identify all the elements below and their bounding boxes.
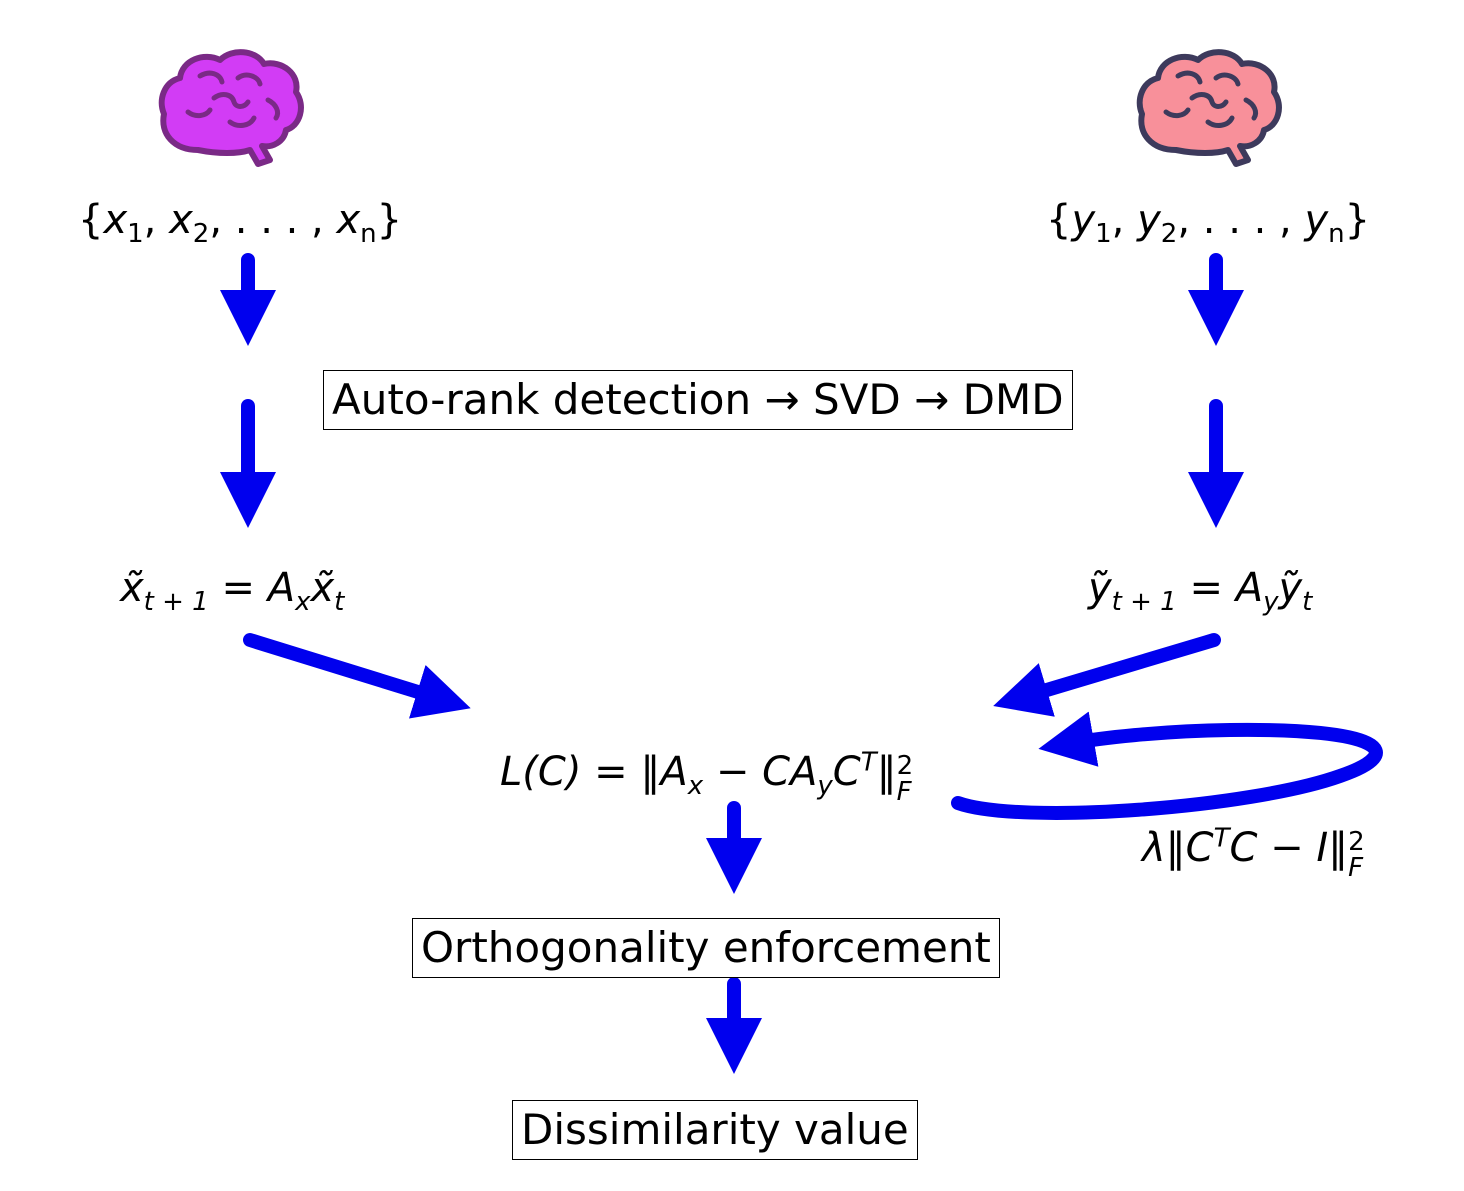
arrow-left-diag [243,633,471,719]
set-brace-open: { [1046,197,1072,243]
set-item-sub: n [1328,219,1345,249]
right-input-set: {y1, y2, . . . , yn} [1046,197,1371,249]
brain-icon [158,49,304,167]
loss-ax: A [660,749,688,795]
eq-matrix-sub: y [1263,587,1279,617]
arrow-right-diag [993,633,1221,717]
loss-lhs: L(C) = ‖ [500,749,661,795]
set-item-var: y [1071,197,1096,243]
set-brace-close: } [1344,197,1371,243]
eq-matrix: A [1235,565,1264,611]
set-item-var: x [169,197,193,243]
set-item-var: x [103,197,128,243]
set-item-var: x [336,197,361,243]
eq-rhs-sub: t [1302,587,1313,617]
set-item-sub: 1 [1095,219,1112,249]
brain-icon [1136,49,1282,167]
set-item-sub: 1 [127,219,144,249]
eq-rhs: ỹ [1278,565,1303,611]
reg-rest: C − I‖ [1229,825,1349,871]
loss-sup: 2 [896,751,914,781]
eq-sign: = [1189,565,1223,611]
set-ellipsis: . . . , [1202,197,1292,243]
reg-transpose: T [1213,823,1230,854]
eq-lhs-sub: t + 1 [143,587,209,617]
set-ellipsis: . . . , [234,197,324,243]
eq-matrix-sub: x [295,587,311,617]
loss-ct: C [832,749,861,795]
eq-matrix: A [267,565,296,611]
reg-sub: F [1348,853,1364,883]
loss-transpose: T [860,747,877,778]
eq-sign: = [221,565,255,611]
set-brace-open: { [78,197,104,243]
eq-rhs-sub: t [334,587,345,617]
eq-lhs: ỹ [1088,565,1112,611]
pipeline-box: Auto-rank detection → SVD → DMD [323,370,1073,430]
arrow-regularizer-loop [951,711,1383,820]
set-item-var: y [1137,197,1161,243]
reg-sup: 2 [1348,827,1365,857]
orthogonality-box: Orthogonality enforcement [412,918,1000,978]
loss-cay: CA [762,749,818,795]
right-dynamics-equation: ỹt + 1 = Ayỹt [1088,565,1312,615]
eq-rhs: x̃ [310,565,335,611]
loss-ay-sub: y [817,771,833,801]
loss-norm: ‖ [876,749,897,795]
set-item-sub: n [360,219,377,249]
reg-c: C [1185,825,1214,871]
set-item-var: y [1304,197,1329,243]
output-box: Dissimilarity value [512,1100,918,1160]
set-brace-close: } [376,197,403,243]
loss-ax-sub: x [687,771,704,801]
left-input-set: {x1, x2, . . . , xn} [78,197,403,249]
reg-lambda: λ‖ [1142,825,1186,871]
loss-sub: F [896,777,912,807]
eq-lhs: x̃ [120,565,144,611]
eq-lhs-sub: t + 1 [1111,587,1177,617]
loss-minus: − [703,749,763,795]
set-item-sub: 2 [192,219,210,249]
set-item-sub: 2 [1160,219,1178,249]
left-dynamics-equation: x̃t + 1 = Axx̃t [120,565,344,615]
